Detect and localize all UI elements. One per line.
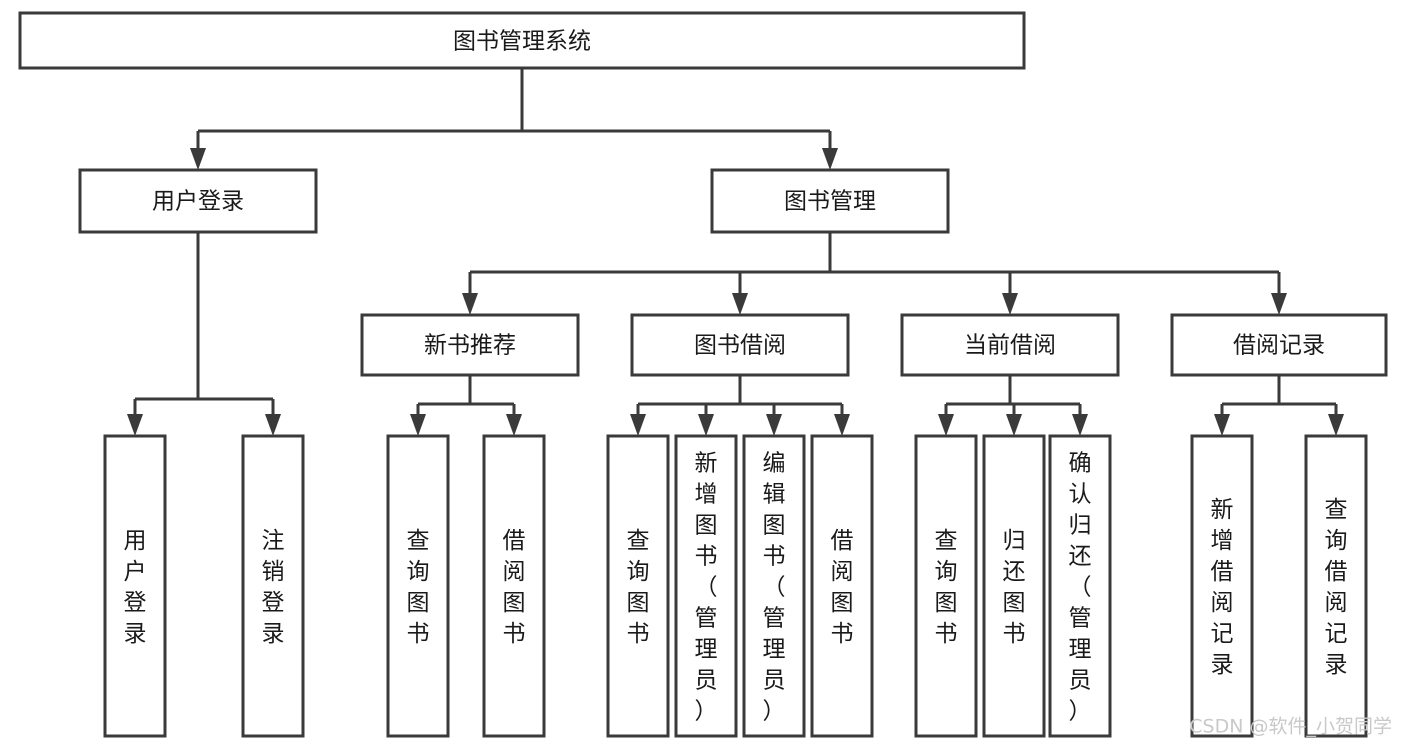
node-leaf-user-login-box[interactable]: [103, 434, 167, 738]
node-leaf-user-logout-box[interactable]: [241, 434, 305, 738]
arrow-head-leaf-query-book-cb: [938, 414, 954, 436]
node-leaf-return-book-box[interactable]: [982, 434, 1046, 738]
node-leaf-user-logout-label: 注销登录: [262, 528, 285, 647]
node-leaf-borrow-book-bb[interactable]: 借阅图书: [810, 434, 874, 738]
arrow-head-leaf-query-book-rec: [410, 414, 426, 436]
node-leaf-return-book[interactable]: 归还图书: [982, 434, 1046, 738]
arrow-head-leaf-query-book-bb: [630, 414, 646, 436]
node-leaf-query-book-bb-label: 查询图书: [627, 528, 650, 647]
arrow-head-leaf-add-book: [698, 414, 714, 436]
arrow-head-leaf-edit-book: [766, 414, 782, 436]
node-leaf-add-record-box[interactable]: [1190, 434, 1254, 738]
node-user-login-box[interactable]: [78, 168, 318, 234]
node-leaf-confirm-return-box[interactable]: [1048, 434, 1112, 738]
node-leaf-query-book-cb-label: 查询图书: [935, 528, 958, 647]
node-current-borrow-label: 当前借阅: [964, 333, 1056, 359]
arrow-head-leaf-add-record: [1214, 414, 1230, 436]
node-root[interactable]: 图书管理系统: [18, 11, 1026, 70]
arrow-head-current-borrow: [1002, 293, 1018, 315]
node-user-login-label: 用户登录: [152, 189, 244, 215]
node-borrow-record-box[interactable]: [1170, 313, 1388, 377]
node-leaf-query-record[interactable]: 查询借阅记录: [1304, 434, 1368, 738]
node-leaf-query-book-bb-box[interactable]: [606, 434, 670, 738]
arrow-head-leaf-user-login: [127, 414, 143, 436]
node-user-login[interactable]: 用户登录: [78, 168, 318, 234]
node-leaf-add-record-label: 新增借阅记录: [1211, 497, 1234, 678]
arrow-head-new-book-recommend: [462, 293, 478, 315]
node-root-label: 图书管理系统: [453, 29, 591, 55]
node-leaf-confirm-return[interactable]: 确认归还（管理员）: [1048, 434, 1112, 738]
node-leaf-query-book-rec-label: 查询图书: [407, 528, 430, 647]
node-leaf-user-login[interactable]: 用户登录: [103, 434, 167, 738]
node-leaf-confirm-return-label: 确认归还（管理员）: [1069, 451, 1092, 725]
node-leaf-user-logout[interactable]: 注销登录: [241, 434, 305, 738]
node-book-borrow-label: 图书借阅: [694, 333, 786, 359]
node-leaf-query-book-cb[interactable]: 查询图书: [914, 434, 978, 738]
node-leaf-query-book-bb[interactable]: 查询图书: [606, 434, 670, 738]
node-book-manage-label: 图书管理: [784, 189, 876, 215]
arrow-head-leaf-return-book: [1006, 414, 1022, 436]
node-leaf-edit-book-box[interactable]: [742, 434, 806, 738]
node-new-book-recommend[interactable]: 新书推荐: [360, 313, 580, 377]
arrow-head-leaf-query-record: [1328, 414, 1344, 436]
arrow-head-leaf-user-logout: [265, 414, 281, 436]
node-borrow-record[interactable]: 借阅记录: [1170, 313, 1388, 377]
node-borrow-record-label: 借阅记录: [1233, 333, 1325, 359]
node-new-book-recommend-box[interactable]: [360, 313, 580, 377]
arrow-head-user-login: [190, 148, 206, 170]
node-book-borrow-box[interactable]: [630, 313, 850, 377]
node-root-box[interactable]: [18, 11, 1026, 70]
node-leaf-borrow-book-bb-box[interactable]: [810, 434, 874, 738]
node-leaf-query-record-box[interactable]: [1304, 434, 1368, 738]
node-leaf-borrow-book-rec-label: 借阅图书: [503, 528, 526, 647]
connector-layer: [127, 68, 1344, 436]
node-leaf-add-book-label: 新增图书（管理员）: [695, 451, 718, 725]
node-leaf-query-book-cb-box[interactable]: [914, 434, 978, 738]
node-leaf-edit-book-label: 编辑图书（管理员）: [763, 451, 786, 725]
node-leaf-return-book-label: 归还图书: [1003, 528, 1026, 647]
arrow-head-leaf-borrow-book-rec: [506, 414, 522, 436]
node-leaf-borrow-book-rec[interactable]: 借阅图书: [482, 434, 546, 738]
leaf-layer: 用户登录 注销登录 查询图书 借阅图书 查询图书 新增图书（管理员）: [103, 434, 1368, 738]
arrow-head-borrow-record: [1271, 293, 1287, 315]
arrow-head-leaf-borrow-book-bb: [834, 414, 850, 436]
arrow-head-book-manage: [822, 148, 838, 170]
node-leaf-add-book-box[interactable]: [674, 434, 738, 738]
arrow-head-leaf-confirm-return: [1072, 414, 1088, 436]
node-book-borrow[interactable]: 图书借阅: [630, 313, 850, 377]
node-leaf-query-book-rec[interactable]: 查询图书: [386, 434, 450, 738]
node-new-book-recommend-label: 新书推荐: [424, 333, 516, 359]
node-leaf-add-book[interactable]: 新增图书（管理员）: [674, 434, 738, 738]
node-leaf-add-record[interactable]: 新增借阅记录: [1190, 434, 1254, 738]
arrow-head-book-borrow: [732, 293, 748, 315]
node-book-manage-box[interactable]: [710, 168, 950, 234]
node-current-borrow-box[interactable]: [900, 313, 1120, 377]
node-book-manage[interactable]: 图书管理: [710, 168, 950, 234]
node-current-borrow[interactable]: 当前借阅: [900, 313, 1120, 377]
node-leaf-query-book-rec-box[interactable]: [386, 434, 450, 738]
node-leaf-query-record-label: 查询借阅记录: [1325, 497, 1348, 678]
node-leaf-user-login-label: 用户登录: [124, 528, 147, 647]
csdn-watermark: CSDN @软件_小贺同学: [1189, 716, 1392, 738]
node-leaf-borrow-book-bb-label: 借阅图书: [831, 528, 854, 647]
node-leaf-borrow-book-rec-box[interactable]: [482, 434, 546, 738]
node-leaf-edit-book[interactable]: 编辑图书（管理员）: [742, 434, 806, 738]
